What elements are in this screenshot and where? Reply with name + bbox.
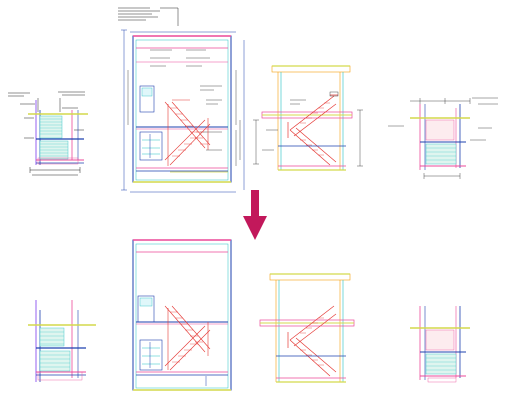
main-elevation-top [118, 7, 245, 193]
bottom-row-views [28, 239, 470, 391]
section-left-top [8, 91, 88, 176]
top-row-views [8, 7, 498, 193]
stair-section-top [253, 65, 363, 171]
stair-section-bottom [259, 273, 355, 383]
main-elevation-bottom [132, 239, 232, 391]
section-right-top [388, 97, 498, 179]
section-left-bottom [28, 300, 96, 382]
section-right-bottom [410, 306, 470, 383]
down-arrow-icon [243, 190, 267, 240]
